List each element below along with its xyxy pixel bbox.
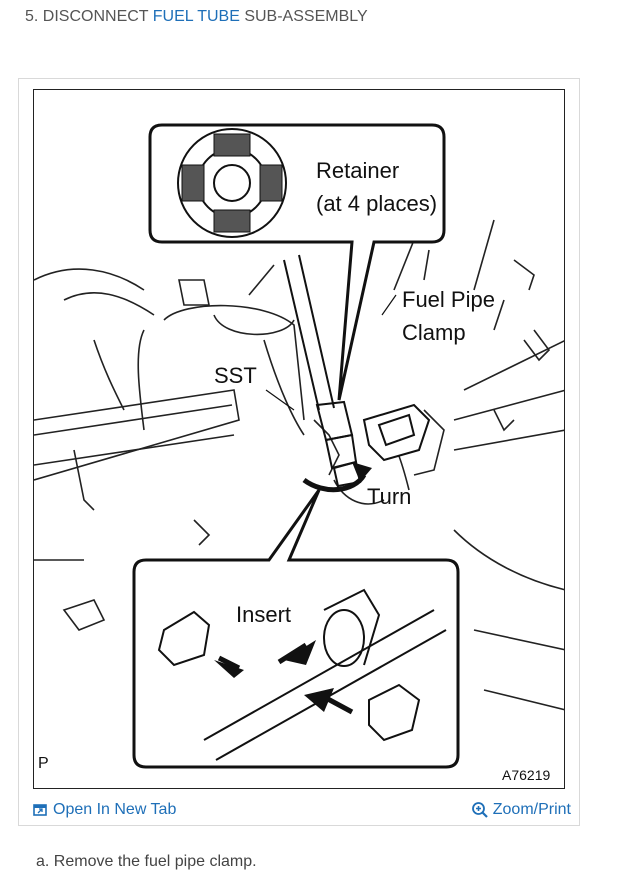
figure-card: Retainer (at 4 places) Fuel Pipe Clamp S… (18, 78, 580, 826)
fuel-tube-diagram: Retainer (at 4 places) Fuel Pipe Clamp S… (34, 123, 564, 783)
instruction-step: a. Remove the fuel pipe clamp. (36, 853, 257, 870)
zoom-print-link[interactable]: Zoom/Print (471, 801, 571, 819)
diagram-frame: Retainer (at 4 places) Fuel Pipe Clamp S… (33, 89, 565, 789)
insert-label: Insert (236, 602, 291, 627)
turn-label: Turn (367, 484, 411, 509)
clamp-label: Clamp (402, 320, 466, 345)
insert-inset: Insert (132, 489, 460, 769)
fuel-tube-link[interactable]: FUEL TUBE (152, 8, 240, 25)
open-tab-label: Open In New Tab (53, 801, 177, 818)
corner-mark: P (38, 755, 49, 772)
retainer-label: Retainer (316, 158, 399, 183)
turn-arrow (302, 473, 367, 493)
fuel-pipe-label: Fuel Pipe (402, 287, 495, 312)
section-heading: 5. DISCONNECT FUEL TUBE SUB-ASSEMBLY (25, 8, 368, 26)
sst-label: SST (214, 363, 257, 388)
fuel-pipe-clamp (362, 403, 431, 462)
open-in-new-tab-link[interactable]: Open In New Tab (33, 801, 176, 819)
retainer-places-label: (at 4 places) (316, 191, 437, 216)
zoom-print-label: Zoom/Print (492, 801, 571, 818)
heading-suffix: SUB-ASSEMBLY (239, 8, 368, 25)
zoom-in-icon (471, 802, 488, 818)
turn-arrow-head (352, 462, 372, 482)
retainer-callout: Retainer (at 4 places) (148, 123, 446, 401)
open-tab-icon (33, 804, 47, 816)
figure-code: A76219 (502, 767, 550, 783)
heading-prefix: 5. DISCONNECT (25, 8, 153, 25)
figure-footer: Open In New Tab Zoom/Print (19, 793, 579, 827)
